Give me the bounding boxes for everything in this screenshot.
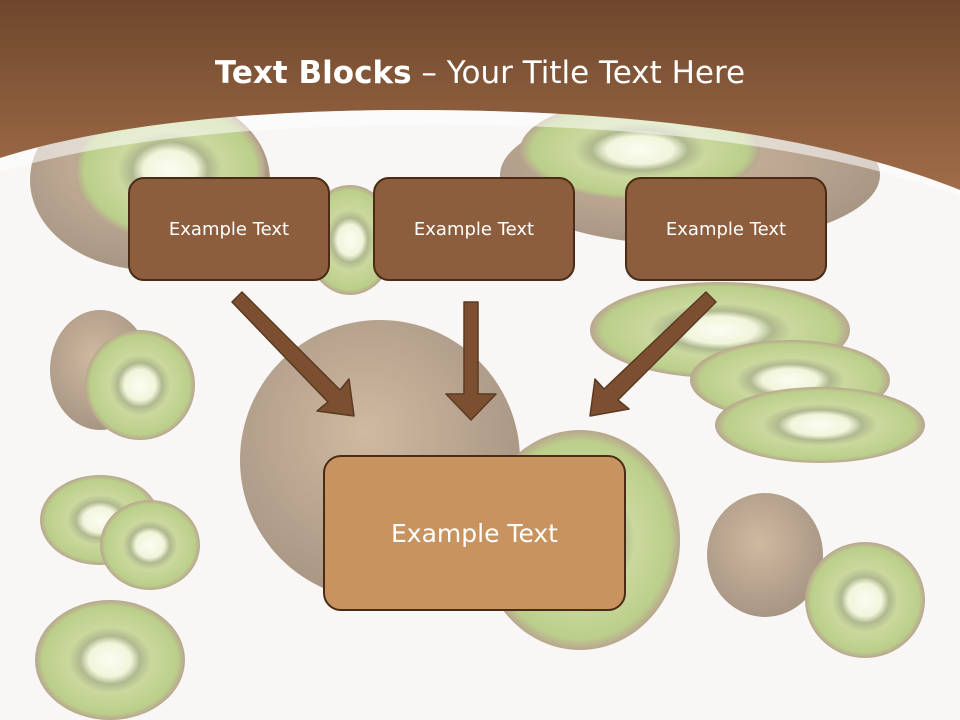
text-block-3-label: Example Text [665,218,787,240]
slide-title: Text Blocks – Your Title Text Here [0,55,960,91]
text-block-3[interactable]: Example Text [625,177,827,281]
title-dash: – [411,55,447,91]
header-band [0,0,960,196]
text-block-1-label: Example Text [168,218,290,240]
text-block-1[interactable]: Example Text [128,177,330,281]
target-text-block[interactable]: Example Text [323,455,626,611]
text-block-2-label: Example Text [413,218,535,240]
target-text-block-label: Example Text [391,518,558,548]
text-block-2[interactable]: Example Text [373,177,575,281]
arrow-left-to-target [231,291,355,417]
arrow-right-to-target [589,291,717,417]
title-bold-text: Text Blocks [214,55,412,91]
title-rest-text: Your Title Text Here [446,55,746,91]
arrow-middle-to-target [445,301,497,421]
